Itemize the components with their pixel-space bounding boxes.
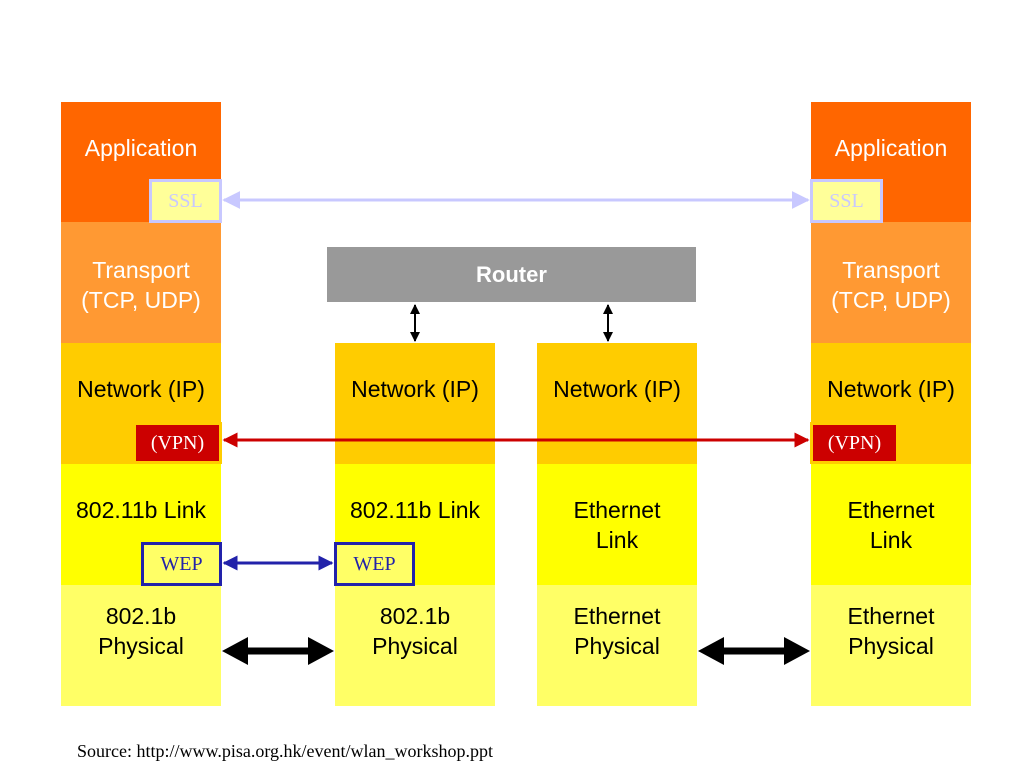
right-link-layer: Ethernet Link: [811, 464, 971, 585]
left-application-layer: Application: [61, 102, 221, 222]
left-ssl-tag: SSL: [149, 179, 222, 223]
left-vpn-tag: (VPN): [133, 422, 222, 464]
physical-link-left-arrow: [222, 637, 334, 665]
right-application-layer: Application: [811, 102, 971, 222]
right-ssl-tag: SSL: [810, 179, 883, 223]
middle-right-physical-layer: Ethernet Physical: [537, 585, 697, 706]
middle-right-link-layer: Ethernet Link: [537, 464, 697, 585]
middle-left-physical-layer: 802.1b Physical: [335, 585, 495, 706]
right-vpn-tag: (VPN): [810, 422, 899, 464]
middle-wep-tag: WEP: [334, 542, 415, 586]
router-box: Router: [327, 247, 696, 302]
left-physical-layer: 802.1b Physical: [61, 585, 221, 706]
left-transport-layer: Transport (TCP, UDP): [61, 222, 221, 343]
left-wep-tag: WEP: [141, 542, 222, 586]
right-transport-layer: Transport (TCP, UDP): [811, 222, 971, 343]
physical-link-right-arrow: [698, 637, 810, 665]
right-physical-layer: Ethernet Physical: [811, 585, 971, 706]
source-caption: Source: http://www.pisa.org.hk/event/wla…: [77, 741, 493, 761]
